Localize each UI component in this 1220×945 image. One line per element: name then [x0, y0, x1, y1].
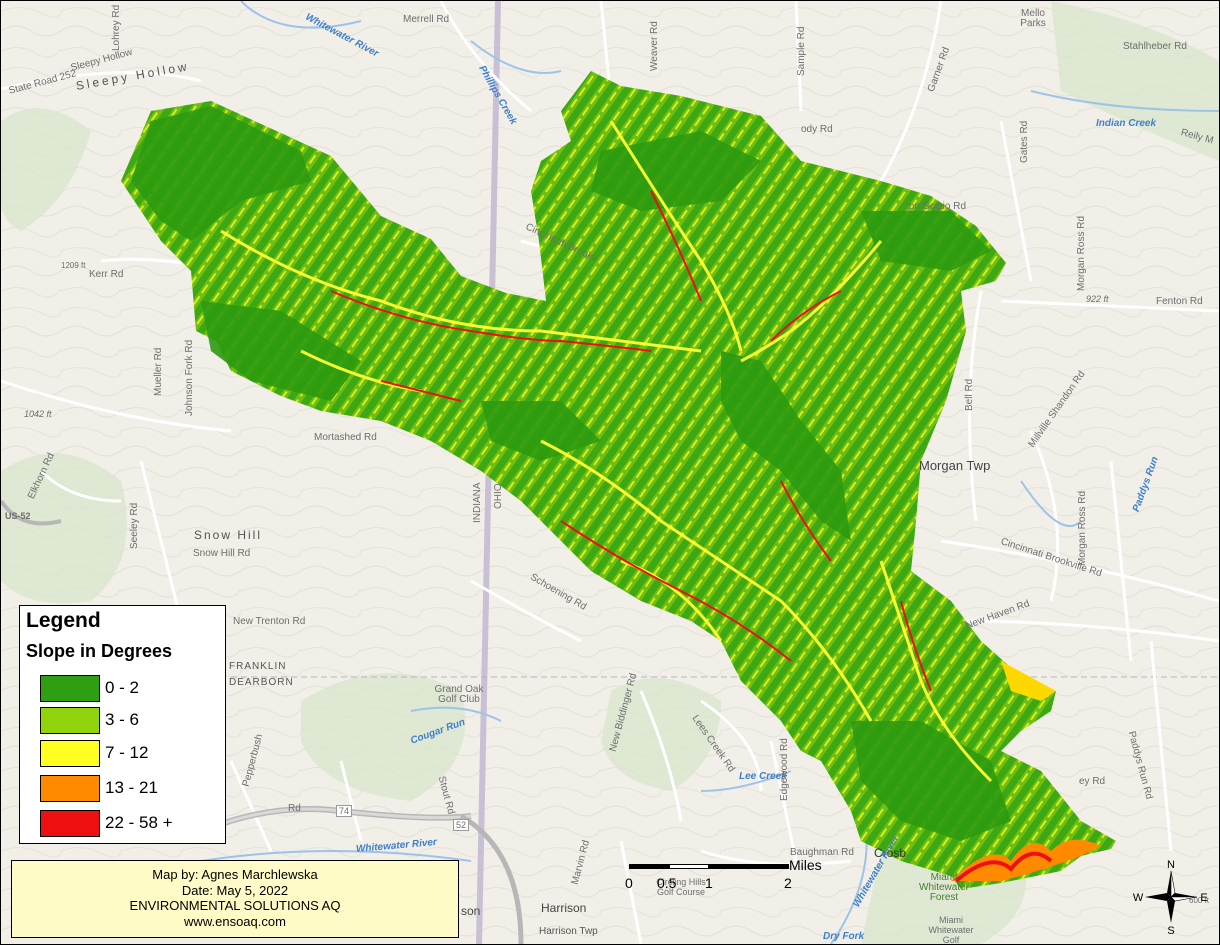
label-miami-whitewater-golf: Miami Whitewater Golf — [928, 915, 974, 945]
label-rd: Rd — [288, 803, 301, 814]
label-circling-hills-golf-course: Circling Hills Golf Course — [656, 877, 706, 897]
label-ody-rd: ody Rd — [801, 124, 833, 135]
label-dearborn: DEARBORN — [229, 677, 294, 688]
label-gates-rd: Gates Rd — [1019, 120, 1030, 163]
label-crosb: Crosb — [874, 846, 907, 860]
legend-item-label: 0 - 2 — [105, 678, 140, 697]
label-lee-creek: Lee Creek — [739, 771, 787, 782]
label-elev-600: 600 ft — [1189, 896, 1210, 905]
label-indian-creek: Indian Creek — [1096, 118, 1157, 129]
legend-subtitle: Slope in Degrees — [26, 641, 173, 661]
scale-segment — [709, 864, 789, 869]
legend-item: 22 - 58 + — [40, 810, 230, 837]
label-franklin: FRANKLIN — [229, 661, 287, 672]
compass-w: W — [1133, 892, 1144, 904]
legend-item: 13 - 21 — [40, 775, 230, 802]
label-snow-hill: Snow Hill — [194, 528, 263, 542]
legend-swatch — [40, 775, 100, 802]
scale-segment — [629, 864, 669, 869]
legend-title: Legend — [26, 609, 101, 632]
label-morgan-ross-rd-top: Morgan Ross Rd — [1076, 215, 1087, 291]
label-mueller-rd: Mueller Rd — [153, 347, 164, 396]
label-seeley-rd: Seeley Rd — [129, 502, 140, 549]
legend-swatch — [40, 810, 100, 837]
label-ohio: OHIO — [493, 483, 504, 509]
scale-tick: 0.5 — [657, 875, 677, 891]
compass-s: S — [1167, 925, 1174, 935]
label-lohrey-rd: Lohrey Rd — [111, 4, 122, 51]
label-fenton-rd: Fenton Rd — [1156, 296, 1203, 307]
scale-tick: 1 — [705, 875, 713, 891]
compass-n: N — [1167, 859, 1175, 871]
scale-segment — [669, 864, 709, 869]
label-grand-oak-golf-club: Grand Oak Golf Club — [434, 684, 484, 705]
legend-item-label: 13 - 21 — [105, 778, 158, 797]
legend-item-label: 3 - 6 — [105, 710, 140, 729]
compass-rose: N S W E — [1133, 859, 1209, 937]
scale-tick: 2 — [784, 875, 792, 891]
label-elev-1042: 1042 ft — [24, 409, 52, 419]
legend-swatch — [40, 707, 100, 734]
label-weaver-rd: Weaver Rd — [649, 21, 660, 71]
credit-org: ENVIRONMENTAL SOLUTIONS AQ — [129, 898, 341, 913]
label-indiana: INDIANA — [472, 482, 483, 523]
label-harrison: Harrison — [541, 901, 587, 915]
legend-item-label: 22 - 58 + — [105, 813, 173, 832]
label-miami-whitewater-forest: Miami Whitewater Forest — [919, 872, 970, 903]
label-us-52-shield: 52 — [453, 819, 470, 831]
label-elev-922: 922 ft — [1086, 294, 1109, 304]
legend-item-label: 7 - 12 — [105, 743, 149, 762]
compass-icon: N S W E — [1133, 859, 1208, 937]
label-mello-parks: Mello Parks — [1020, 8, 1046, 29]
legend-swatch — [40, 740, 100, 767]
legend-item: 0 - 2 — [40, 675, 230, 702]
label-stahlheber-rd: Stahlheber Rd — [1123, 41, 1187, 52]
label-son: son — [461, 904, 481, 918]
credit-website: www.ensoaq.com — [184, 913, 286, 929]
map-credit-box: Map by: Agnes Marchlewska Date: May 5, 2… — [11, 860, 459, 938]
legend-item: 3 - 6 — [40, 707, 230, 734]
scale-bar: Miles 0 0.5 1 2 — [621, 857, 851, 911]
label-edgewood-rd: Edgewood Rd — [779, 738, 790, 801]
scale-unit: Miles — [789, 857, 822, 873]
label-harrison-twp: Harrison Twp — [539, 926, 598, 937]
legend-swatch — [40, 675, 100, 702]
credit-author: Map by: Agnes Marchlewska — [152, 867, 318, 882]
label-ton-scipio-rd: ton-Scipio Rd — [906, 201, 967, 212]
compass-e: E — [1200, 892, 1207, 904]
label-new-trenton-rd: New Trenton Rd — [233, 616, 306, 627]
credit-date: Date: May 5, 2022 — [181, 882, 289, 898]
scale-tick: 0 — [625, 875, 633, 891]
label-bell-rd: Bell Rd — [964, 378, 975, 411]
label-snow-hill-rd: Snow Hill Rd — [193, 548, 251, 559]
label-mortashed-rd: Mortashed Rd — [314, 432, 377, 443]
label-johnson-fork-rd: Johnson Fork Rd — [184, 339, 195, 416]
label-morgan-ross-rd-mid: Morgan Ross Rd — [1077, 490, 1088, 566]
label-ey-rd: ey Rd — [1079, 776, 1106, 787]
label-kerr-rd: Kerr Rd — [89, 269, 124, 280]
label-dry-fork: Dry Fork — [823, 931, 865, 942]
map-legend: Legend Slope in Degrees 0 - 2 3 - 6 7 - … — [19, 605, 226, 844]
label-sample-rd: Sample Rd — [796, 26, 807, 76]
label-us-52: US-52 — [5, 511, 31, 521]
watershed-slope-raster — [121, 71, 1116, 889]
label-sr-74: 74 — [336, 805, 353, 817]
label-elev-1209: 1209 ft — [61, 261, 86, 270]
legend-item: 7 - 12 — [40, 740, 230, 767]
label-morgan-twp: Morgan Twp — [919, 458, 991, 473]
label-baughman-rd: Baughman Rd — [790, 847, 854, 858]
label-merrell-rd: Merrell Rd — [403, 14, 450, 25]
